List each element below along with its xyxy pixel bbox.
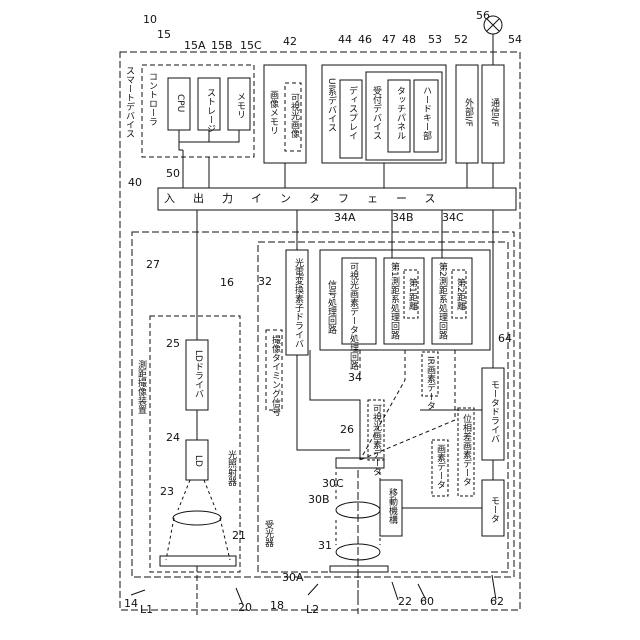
emitter-lens — [173, 511, 221, 525]
ref-34a: 34A — [334, 212, 356, 223]
input-device-label: 受付デバイス — [371, 86, 380, 140]
ref-46: 46 — [358, 34, 372, 45]
image-memory-label: 画像メモリ — [268, 90, 277, 135]
visible-image-label: 可視光画像 — [289, 93, 298, 138]
ref-47: 47 — [382, 34, 396, 45]
external-if-label: 外部I/F — [463, 98, 472, 127]
dist-proc2-label: 第2測距系処理回路 — [437, 262, 446, 340]
ref-31: 31 — [318, 540, 332, 551]
motor-label: モータ — [489, 496, 498, 523]
ref-14: 14 — [124, 598, 138, 609]
pe-driver-label: 光電変換素子ドライバ — [293, 258, 302, 348]
window-30a — [330, 566, 388, 572]
comm-if-label: 通信I/F — [489, 98, 498, 127]
ref-54: 54 — [508, 34, 522, 45]
ref-26: 26 — [340, 424, 354, 435]
ref-l1: L1 — [140, 604, 153, 615]
storage-label: ストレージ — [205, 88, 214, 133]
emitter-window — [160, 556, 236, 566]
ld-label: LD — [193, 455, 202, 467]
ref-15b: 15B — [211, 40, 233, 51]
ref-34: 34 — [348, 372, 362, 383]
cpu-label: CPU — [175, 94, 184, 112]
ref-21: 21 — [232, 530, 246, 541]
light-emitter-label: 光照射器 — [226, 450, 235, 486]
signal-circuit-label: 信号処理回路 — [326, 280, 335, 334]
ranging-imaging-label: 測距撮像装置 — [136, 360, 145, 414]
ui-device-label: UI系デバイス — [326, 78, 335, 132]
ref-30c: 30C — [322, 478, 344, 489]
pixel-data-label: 画素データ — [435, 444, 444, 489]
ref-52: 52 — [454, 34, 468, 45]
hard-key-label: ハードキー部 — [421, 86, 430, 140]
moving-mech-label: 移動機構 — [387, 488, 396, 524]
ref-15: 15 — [157, 29, 171, 40]
first-dist-label: 第1距離 — [407, 278, 416, 311]
ref-16: 16 — [220, 277, 234, 288]
ref-15a: 15A — [184, 40, 206, 51]
ref-30a: 30A — [282, 572, 304, 583]
io-interface-label: 入出力インタフェース — [164, 193, 453, 204]
second-dist-label: 第2距離 — [455, 278, 464, 311]
display-label: ディスプレイ — [347, 86, 356, 140]
ref-64: 64 — [498, 333, 512, 344]
motor-driver-label: モータドライバ — [489, 380, 498, 443]
ref-23: 23 — [160, 486, 174, 497]
ref-50: 50 — [166, 168, 180, 179]
dist-proc1-label: 第1測距系処理回路 — [389, 262, 398, 340]
ref-34b: 34B — [392, 212, 414, 223]
ref-20: 20 — [238, 602, 252, 613]
receiver-label: 受光器 — [263, 520, 272, 547]
ref-48: 48 — [402, 34, 416, 45]
ref-40: 40 — [128, 177, 142, 188]
phase-pixel-label: 位相差画素データ — [461, 414, 470, 486]
ref-34c: 34C — [442, 212, 464, 223]
memory-label: メモリ — [235, 92, 244, 119]
ld-driver-label: LDドライバ — [193, 350, 202, 398]
ref-30b: 30B — [308, 494, 330, 505]
controller-label: コントローラ — [147, 72, 156, 126]
ref-22: 22 — [398, 596, 412, 607]
ref-10: 10 — [143, 14, 157, 25]
ref-24: 24 — [166, 432, 180, 443]
visible-proc-label: 可視光画素データ処理回路 — [348, 262, 357, 370]
ref-18: 18 — [270, 600, 284, 611]
ir-pixel-label: IR画素データ — [425, 356, 434, 410]
ref-15c: 15C — [240, 40, 262, 51]
ref-60: 60 — [420, 596, 434, 607]
ref-53: 53 — [428, 34, 442, 45]
smart-device-label: スマートデバイス — [124, 66, 133, 138]
ref-l2: L2 — [306, 604, 319, 615]
ref-42: 42 — [283, 36, 297, 47]
ref-62: 62 — [490, 596, 504, 607]
touch-panel-label: タッチパネル — [395, 86, 404, 140]
ref-56: 56 — [476, 10, 490, 21]
visible-pixel-label: 可視光画素データ — [371, 404, 380, 476]
ref-25: 25 — [166, 338, 180, 349]
timing-signal-label: 撮像タイミング信号 — [270, 335, 279, 416]
ref-44: 44 — [338, 34, 352, 45]
ref-27: 27 — [146, 259, 160, 270]
ref-32: 32 — [258, 276, 272, 287]
